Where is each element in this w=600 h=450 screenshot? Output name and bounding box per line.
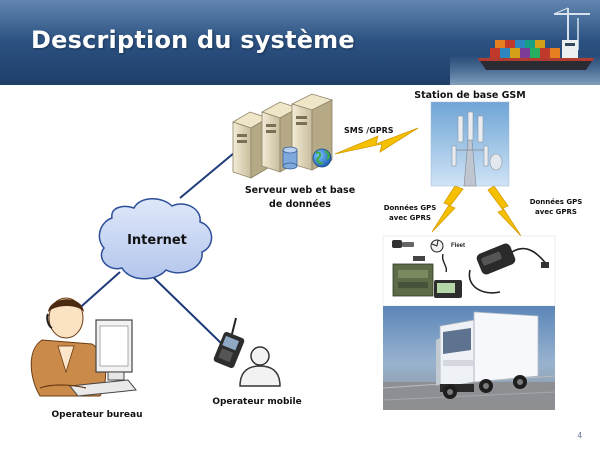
office-worker-icon xyxy=(30,297,137,397)
sms-gprs-label: SMS /GPRS xyxy=(344,126,394,135)
lightning-icon xyxy=(487,185,522,237)
truck-icon xyxy=(382,306,556,410)
internet-label: Internet xyxy=(127,233,187,248)
database-icon xyxy=(282,146,298,170)
server-label-line2: de données xyxy=(269,199,331,210)
user-icon xyxy=(239,346,281,387)
slide-title: Description du système xyxy=(31,26,355,54)
operator-mobile-label: Operateur mobile xyxy=(212,397,301,407)
antenna-icon xyxy=(430,101,510,187)
gps-device-icon: Fleet xyxy=(382,235,556,307)
lightning-icon xyxy=(431,185,464,233)
slide-header: Description du système xyxy=(0,0,600,85)
phone-icon xyxy=(213,317,245,369)
header-shine xyxy=(0,0,600,40)
ship-icon xyxy=(450,7,600,85)
link-internet-server xyxy=(179,147,241,199)
gps-left-label-line1: Données GPS xyxy=(384,204,437,212)
operator-office-label: Operateur bureau xyxy=(52,410,143,420)
server-label-line1: Serveur web et base xyxy=(245,185,355,196)
gsm-station-label: Station de base GSM xyxy=(414,90,525,101)
cloud-icon xyxy=(98,198,213,280)
gps-right-label-line1: Données GPS xyxy=(530,198,583,206)
globe-icon xyxy=(312,148,332,168)
gps-left-label-line2: avec GPRS xyxy=(389,214,431,222)
page-number: 4 xyxy=(578,431,583,440)
lightning-icon xyxy=(334,127,419,155)
gps-right-label-line2: avec GPRS xyxy=(535,208,577,216)
device-brand-label: Fleet xyxy=(451,243,465,249)
link-internet-mobile xyxy=(151,275,223,345)
